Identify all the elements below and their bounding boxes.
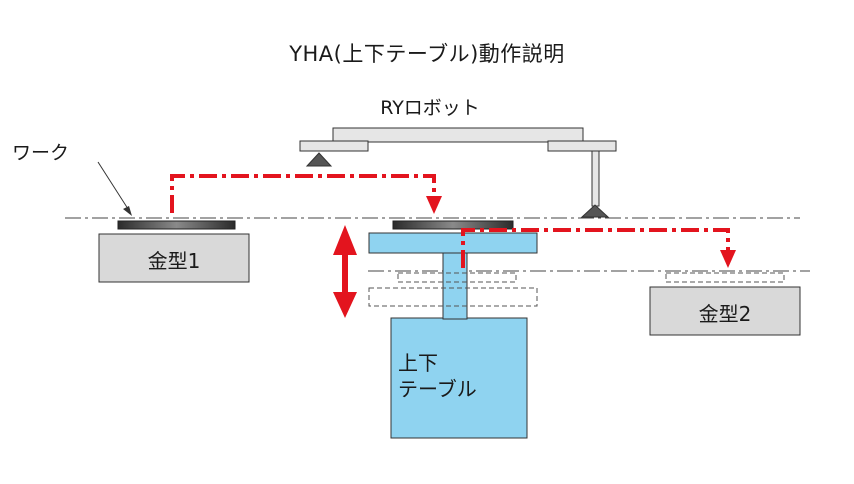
transfer-path-arrowhead-to-die2 (720, 250, 736, 268)
lowered-workpiece-ghost (397, 272, 517, 283)
robot-right-rod (591, 150, 600, 207)
workpiece-on-lift-table (392, 220, 514, 230)
robot-arm-beam (332, 127, 584, 143)
transfer-path-arrowhead-to-table (426, 196, 442, 214)
lift-table-top (368, 232, 538, 254)
die-1-label: 金型1 (147, 249, 201, 273)
diagram-title: YHA(上下テーブル)動作説明 (289, 42, 565, 66)
die-2-workpiece-position-ghost (665, 272, 785, 283)
workpiece-label: ワーク (12, 142, 70, 164)
lift-table-label-line2: テーブル (398, 377, 477, 401)
robot-right-suction-cup (580, 204, 610, 218)
lift-direction-arrow-down (333, 292, 357, 318)
robot-label: RYロボット (380, 97, 480, 119)
workpiece-leader-arrowhead (123, 206, 132, 216)
lift-direction-arrow-up (333, 225, 357, 255)
robot-left-suction-cup (305, 152, 333, 167)
die-1 (98, 233, 250, 283)
die-2 (649, 286, 801, 336)
workpiece-on-die-1 (117, 220, 236, 230)
robot-left-hand (299, 140, 369, 152)
robot-right-hand (547, 140, 617, 152)
workpiece-leader-line (97, 161, 131, 213)
transfer-path-table-to-die2 (461, 228, 730, 268)
lowered-table-top-ghost (368, 287, 538, 307)
die-2-label: 金型2 (698, 302, 752, 326)
lift-table-label-line1: 上下 (398, 351, 438, 375)
lift-table-body (390, 317, 528, 439)
transfer-path-die1-to-table (170, 174, 436, 213)
